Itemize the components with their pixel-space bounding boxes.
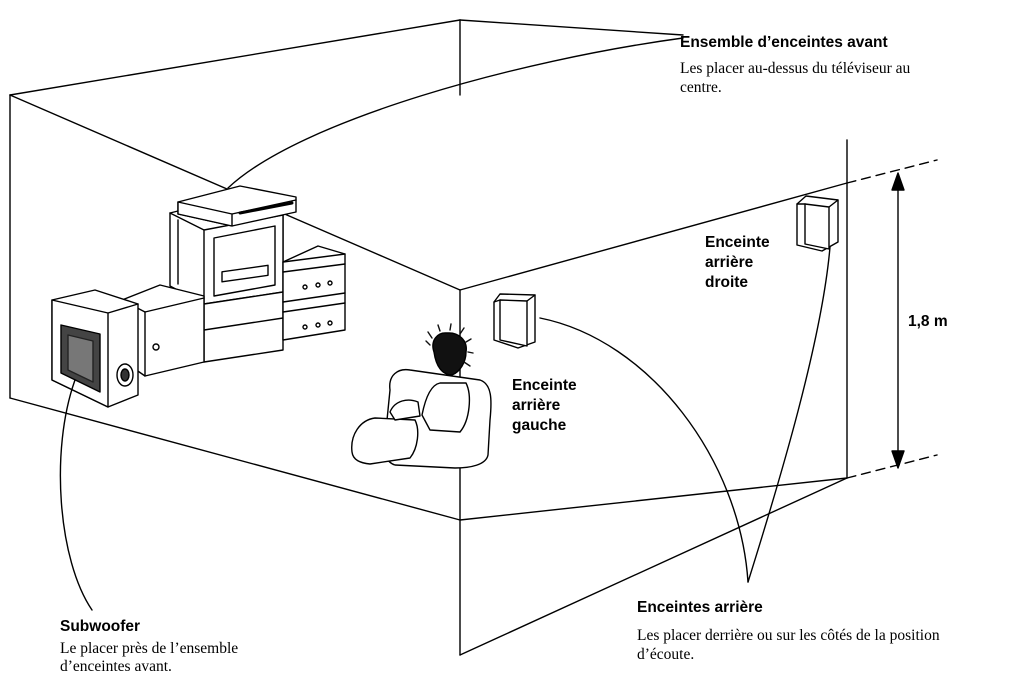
rear-speakers-desc-line1: Les placer derrière ou sur les côtés de … <box>637 627 940 644</box>
subwoofer-title: Subwoofer <box>60 618 141 635</box>
subwoofer-box <box>51 289 139 408</box>
av-components <box>203 245 346 363</box>
rear-left-label-line2: arrière <box>512 397 561 414</box>
subwoofer-desc-line2: d’enceintes avant. <box>60 658 172 675</box>
rear-left-label-line1: Enceinte <box>512 377 577 394</box>
rear-left-speaker <box>493 293 536 349</box>
rear-speakers-desc-line2: d’écoute. <box>637 646 695 663</box>
rear-right-label-line2: arrière <box>705 254 754 271</box>
rear-left-label: Enceinte arrière gauche <box>512 376 577 436</box>
rear-right-label-line3: droite <box>705 274 749 291</box>
leader-lines <box>59 37 831 611</box>
front-speakers-desc-line2: centre. <box>680 79 722 96</box>
listener-armchair <box>351 368 492 469</box>
height-guide-lines <box>846 159 938 479</box>
room-outline <box>9 19 848 656</box>
height-arrow <box>891 172 905 469</box>
tv-set <box>169 197 284 305</box>
front-speakers-desc-line1: Les placer au-dessus du téléviseur au <box>680 60 911 77</box>
front-speakers-title: Ensemble d’enceintes avant <box>680 34 888 51</box>
listener-head <box>425 323 474 376</box>
rear-right-label: Enceinte arrière droite <box>705 233 770 293</box>
height-label: 1,8 m <box>908 313 948 330</box>
rear-speakers-title: Enceintes arrière <box>637 599 763 616</box>
rear-left-label-line3: gauche <box>512 417 567 434</box>
subwoofer-desc-line1: Le placer près de l’ensemble <box>60 640 239 657</box>
front-speaker-bar <box>177 185 297 227</box>
rear-right-label-line1: Enceinte <box>705 234 770 251</box>
rear-right-speaker <box>796 195 839 252</box>
